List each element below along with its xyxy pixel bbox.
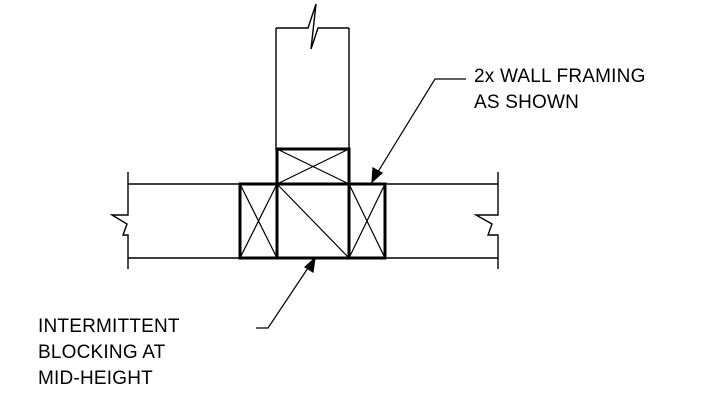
blocking <box>275 182 351 260</box>
continuous-wall <box>109 172 499 269</box>
note-intermittent-blocking: INTERMITTENT BLOCKING AT MID-HEIGHT <box>38 314 180 392</box>
break-line-left <box>109 172 129 269</box>
break-line-top <box>276 3 349 50</box>
note-wall-framing: 2x WALL FRAMING AS SHOWN <box>474 64 646 116</box>
note-blocking-line-2: BLOCKING AT <box>38 342 166 363</box>
arrowhead-framing <box>371 167 384 184</box>
framing-members <box>238 147 387 260</box>
arrowhead-blocking <box>304 256 316 273</box>
note-blocking-line-1: INTERMITTENT <box>38 316 180 337</box>
leader-framing <box>371 78 466 184</box>
break-line-right <box>473 172 499 269</box>
note-wall-framing-line-2: AS SHOWN <box>474 92 580 113</box>
perpendicular-wall <box>275 3 350 150</box>
leader-blocking <box>256 256 316 329</box>
note-wall-framing-line-1: 2x WALL FRAMING <box>474 66 646 87</box>
member-cross-hatch <box>239 148 386 259</box>
note-blocking-line-3: MID-HEIGHT <box>38 368 153 389</box>
